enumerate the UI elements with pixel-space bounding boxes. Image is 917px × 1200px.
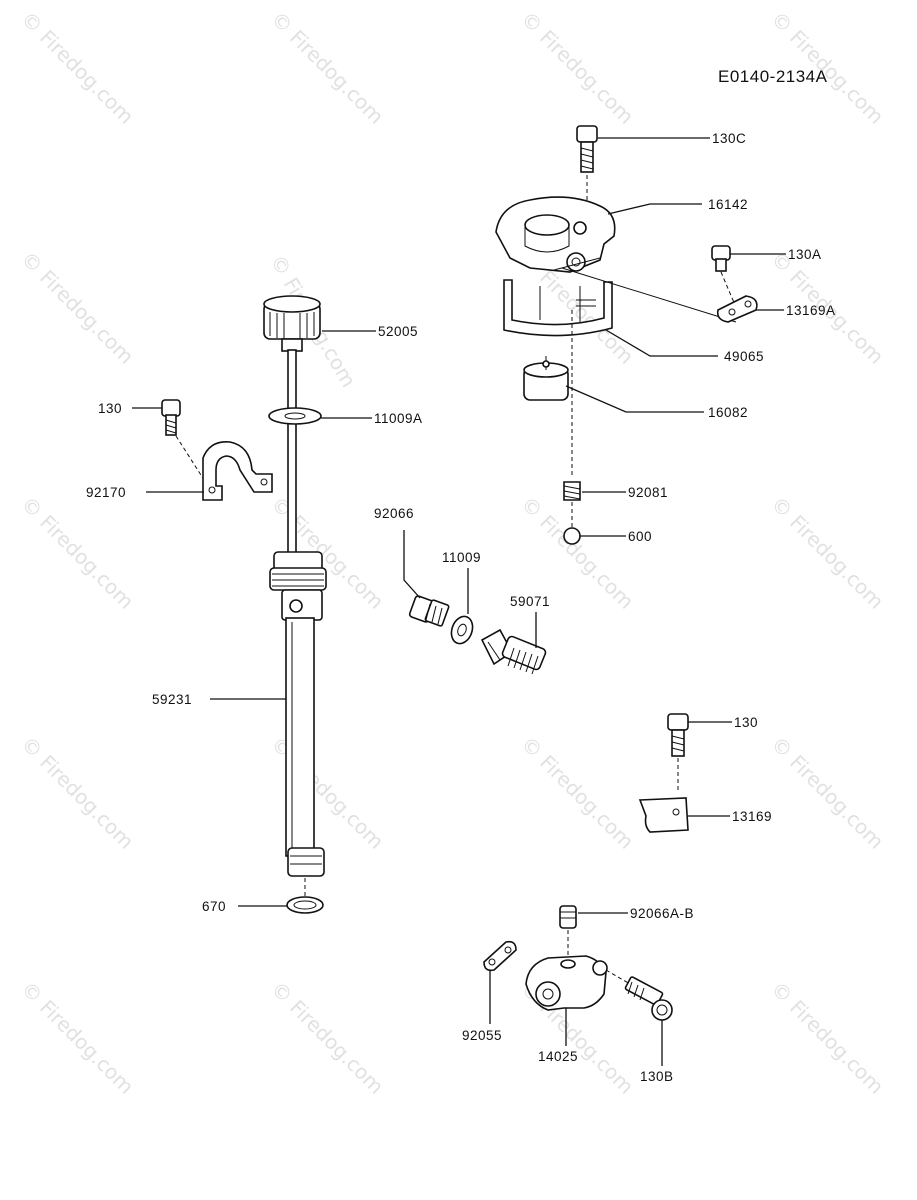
- watermark: © Firedog.com: [266, 977, 388, 1099]
- bracket-14025: [525, 955, 608, 1011]
- label-130a: 130A: [788, 247, 822, 262]
- diagram-code: E0140-2134A: [718, 67, 828, 86]
- spring-92081: [563, 481, 581, 501]
- watermark: © Firedog.com: [516, 7, 638, 129]
- watermark: © Firedog.com: [516, 732, 638, 854]
- leader-lines: [132, 137, 786, 1066]
- label-11009: 11009: [442, 550, 481, 565]
- float-16082: [523, 356, 569, 401]
- label-11009a: 11009A: [374, 411, 423, 426]
- label-16142: 16142: [708, 197, 748, 212]
- label-130c: 130C: [712, 131, 746, 146]
- watermark: © Firedog.com: [766, 732, 888, 854]
- gauge-tube-bottom: [287, 847, 325, 877]
- watermark: © Firedog.com: [766, 492, 888, 614]
- label-92170: 92170: [86, 485, 126, 500]
- label-49065: 49065: [724, 349, 764, 364]
- plate-assembly: [638, 713, 689, 833]
- bolt-130a: [711, 245, 731, 272]
- label-92081: 92081: [628, 485, 668, 500]
- bracket-assembly: [483, 905, 673, 1021]
- o-ring-670: [286, 896, 324, 914]
- label-130-right: 130: [734, 715, 758, 730]
- ball-600: [563, 527, 581, 545]
- watermark: © Firedog.com: [766, 977, 888, 1099]
- gasket-92055: [483, 940, 517, 972]
- label-670: 670: [202, 899, 226, 914]
- part-labels: 130C 16142 130A 13169A 49065 16082 92081…: [86, 131, 836, 1084]
- label-59071: 59071: [510, 594, 550, 609]
- label-92066: 92066: [374, 506, 414, 521]
- watermark: © Firedog.com: [16, 977, 138, 1099]
- cap-52005: [263, 295, 321, 352]
- label-130-left: 130: [98, 401, 122, 416]
- gauge-tube-59231: [285, 617, 315, 857]
- bolt-130c: [576, 125, 598, 173]
- plug-92066: [408, 595, 450, 627]
- watermark: © Firedog.com: [16, 247, 138, 369]
- oil-gauge-assembly: [263, 295, 327, 914]
- label-16082: 16082: [708, 405, 748, 420]
- label-14025: 14025: [538, 1049, 578, 1064]
- clamp-assembly: [161, 399, 273, 501]
- label-52005: 52005: [378, 324, 418, 339]
- clamp-92170: [202, 441, 273, 501]
- dipstick-rod: [287, 349, 297, 561]
- plate-13169a: [716, 295, 758, 323]
- bolt-130-right: [667, 713, 689, 757]
- label-92055: 92055: [462, 1028, 502, 1043]
- label-13169: 13169: [732, 809, 772, 824]
- breather-assembly: [495, 125, 758, 545]
- washer-11009a: [268, 407, 322, 425]
- label-59231: 59231: [152, 692, 192, 707]
- label-600: 600: [628, 529, 652, 544]
- watermark: © Firedog.com: [266, 7, 388, 129]
- gauge-tube-top: [269, 551, 327, 621]
- bolt-130-left: [161, 399, 181, 436]
- watermark: © Firedog.com: [266, 732, 388, 854]
- label-130b: 130B: [640, 1069, 674, 1084]
- watermark: © Firedog.com: [16, 732, 138, 854]
- plate-13169: [638, 797, 689, 833]
- watermark: © Firedog.com: [16, 7, 138, 129]
- label-92066a-b: 92066A-B: [630, 906, 694, 921]
- washer-11009: [450, 615, 474, 645]
- nipple-59071: [480, 628, 547, 675]
- bolt-130b: [624, 976, 673, 1021]
- housing-16142: [495, 196, 616, 273]
- label-13169a: 13169A: [786, 303, 836, 318]
- screw-92066a-b: [559, 905, 577, 929]
- watermark: © Firedog.com: [16, 492, 138, 614]
- fitting-group: [408, 595, 547, 675]
